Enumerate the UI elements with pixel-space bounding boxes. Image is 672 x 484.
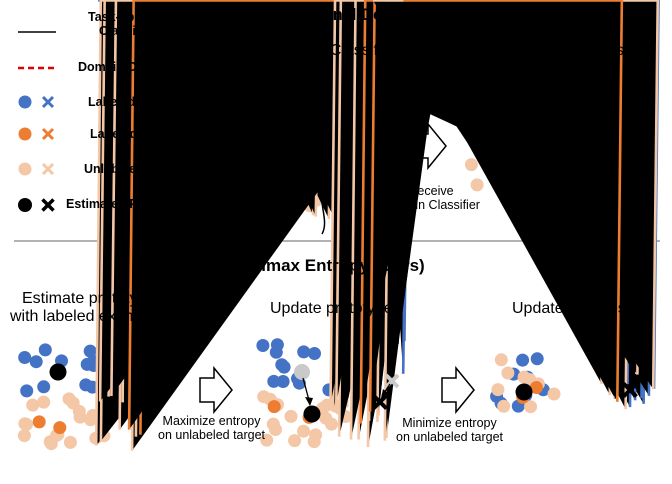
labeled-target-cross (406, 0, 624, 402)
estimate-line1: Estimate prototype (22, 290, 156, 307)
bottom-update-features-points (372, 0, 660, 414)
top-update-label: Update features (510, 42, 624, 59)
legend-unlabeled-target-cross (41, 162, 55, 176)
unlabeled-target-dot (497, 399, 511, 413)
source-dot (20, 384, 34, 398)
unlabeled-target-dot (501, 366, 515, 380)
legend-labeled-target-label: Labeled Target (90, 127, 178, 141)
legend-source-cross (41, 95, 55, 109)
unlabeled-target-dot (260, 433, 274, 447)
prototype-cross (372, 394, 388, 410)
legend-symbols (18, 31, 56, 70)
bottom-update-prototype-label: Update prototype (270, 300, 393, 317)
unlabeled-target-dot (63, 435, 77, 449)
unlabeled-target-dot (37, 395, 51, 409)
labeled-target-dot (32, 415, 46, 429)
source-dot (277, 360, 291, 374)
legend-labeled-source-label: Labeled Source (88, 95, 182, 109)
unlabeled-target-dot (20, 417, 33, 431)
unlabeled-target-dot (319, 411, 333, 425)
old-prototype-cross (384, 373, 400, 389)
legend-prototype-cross (41, 198, 55, 212)
arrow-bottom-1 (199, 365, 233, 415)
source-dot (308, 347, 321, 360)
source-dot (37, 380, 51, 394)
unlabeled-target-dot (464, 158, 478, 172)
top-deceive-label: Deceive Domain Classifier (382, 184, 480, 213)
unlabeled-target-dot (284, 409, 298, 423)
unlabeled-target-dot (17, 429, 31, 443)
legend-unlabeled-target-label: Unlabeled Target (84, 162, 185, 176)
prototype-cross (622, 382, 638, 398)
legend-prototype-dot (18, 198, 32, 212)
bottom-section-title: Minimax Entropy (Ours) (232, 256, 425, 275)
old-prototype-dot (294, 364, 310, 380)
source-dot (29, 355, 43, 369)
maximize-line2: on unlabeled target (158, 428, 266, 443)
top-train-label: Train Domain Classifier (230, 42, 396, 59)
maximize-line1: Maximize entropy (162, 414, 261, 428)
legend-labeled-target-dot (18, 127, 32, 141)
arrow-bottom-2 (441, 365, 475, 415)
source-dot (267, 374, 281, 388)
prototype-dot (515, 383, 533, 401)
unlabeled-target-dot (288, 434, 302, 448)
legend-marks (18, 95, 55, 212)
labeled-target-dot (529, 381, 543, 394)
bottom-update-prototype-points (256, 0, 452, 449)
unlabeled-target-dot (72, 404, 86, 418)
source-dot (83, 344, 97, 358)
unlabeled-target-dot (470, 178, 484, 192)
deceive-line2: Domain Classifier (382, 198, 480, 213)
bottom-update-features-label: Update features (512, 300, 626, 317)
legend-estimated-prototypes-label: Estimated Prototypes (66, 197, 195, 211)
prototype-cross (135, 373, 151, 389)
legend-unlabeled-target-dot (18, 162, 32, 176)
bottom-estimate-label: Estimate prototype with labeled examples (10, 290, 167, 327)
unlabeled-target-dot (547, 387, 561, 401)
unlabeled-target-dot (297, 424, 310, 438)
unlabeled-target-dot (309, 428, 323, 442)
bottom-minimize-label: Minimize entropy on unlabeled target (396, 416, 503, 445)
labeled-target-dot (267, 400, 281, 414)
legend-domain-classifier-label: Domain Classifier (78, 60, 184, 74)
legend-labeled-target-cross (41, 127, 55, 141)
top-section-title: Conventional Domain Classifier Based Met… (252, 6, 618, 24)
bottom-maximize-label: Maximize entropy on unlabeled target (158, 414, 265, 443)
legend-task-line2: Classifier (99, 24, 156, 39)
minimize-line2: on unlabeled target (396, 430, 504, 445)
unlabeled-target-dot (494, 353, 508, 367)
source-dot (269, 345, 283, 359)
source-dot (516, 353, 530, 367)
prototype-move-arrows (302, 377, 391, 406)
deceive-line1: Deceive (408, 184, 454, 198)
legend-source-dot (18, 95, 32, 109)
source-dot (18, 351, 32, 364)
legend-task-classifier-label: Task-specific Classifier (88, 10, 166, 39)
source-dot (530, 352, 544, 366)
source-dot (256, 339, 270, 352)
unlabeled-target-dot (26, 398, 40, 412)
prototype-dot (49, 363, 67, 381)
source-dot (276, 375, 290, 388)
minimize-line1: Minimize entropy (402, 416, 497, 430)
legend-task-line1: Task-specific (88, 10, 167, 24)
estimate-line2: with labeled examples (10, 308, 168, 326)
labeled-target-dot (53, 421, 67, 435)
source-dot (297, 345, 311, 359)
source-dot (38, 343, 52, 357)
unlabeled-target-dot (266, 417, 280, 431)
prototype-dot (303, 405, 321, 423)
unlabeled-target-dot (491, 383, 505, 397)
unlabeled-target-dot (524, 400, 538, 414)
